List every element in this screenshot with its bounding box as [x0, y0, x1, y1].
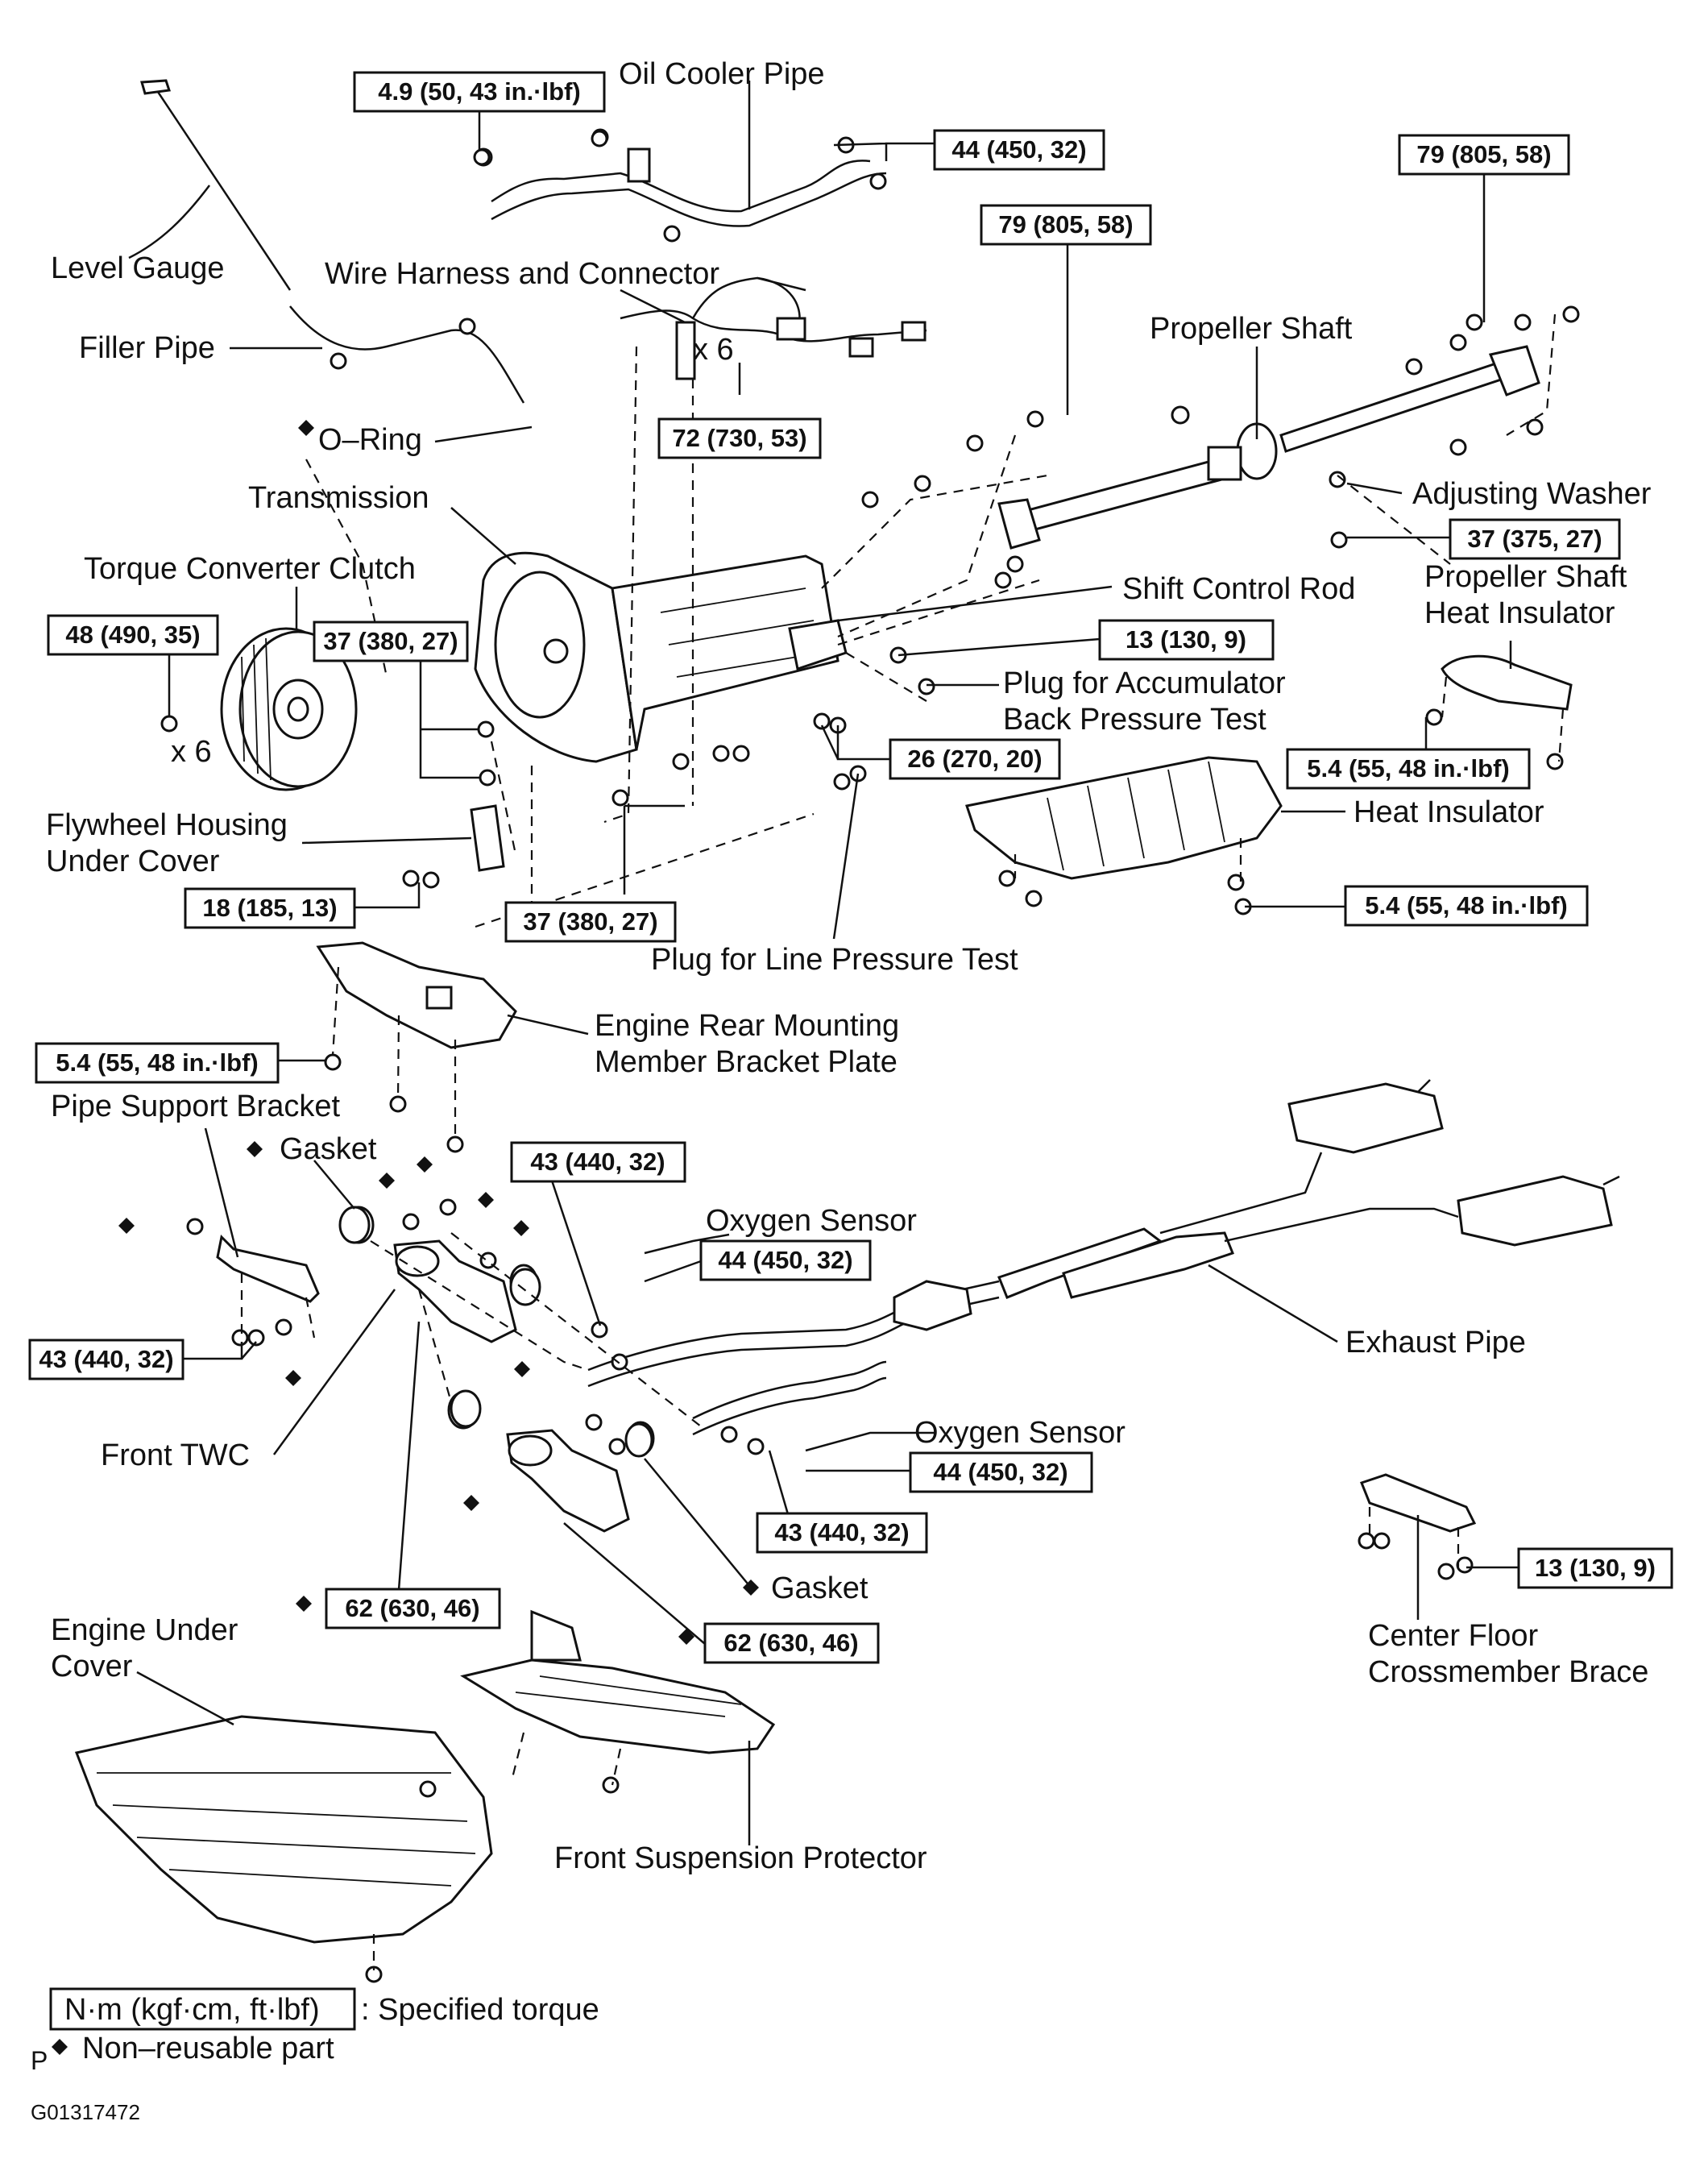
diamond-icon [379, 1173, 395, 1189]
torque-bellhousing: 37 (380, 27) [323, 627, 458, 655]
diamond-icon [52, 2039, 68, 2055]
torque-crossmember: 13 (130, 9) [1535, 1554, 1656, 1582]
torque-o2-top: 44 (450, 32) [718, 1246, 852, 1274]
torque-converter-part [220, 627, 358, 791]
diamond-icon [678, 1629, 694, 1645]
diamond-icon [296, 1596, 312, 1612]
pipe-support-bracket-part [216, 1234, 320, 1303]
label-oil-cooler-pipe: Oil Cooler Pipe [619, 57, 825, 91]
torque-accumulator: 13 (130, 9) [1126, 625, 1246, 654]
label-adjusting-washer: Adjusting Washer [1412, 477, 1652, 511]
legend: N·m (kgf·cm, ft·lbf) : Specified torque … [31, 1987, 599, 2124]
label-transmission: Transmission [248, 481, 429, 515]
label-engine-under-1: Engine Under [51, 1613, 238, 1647]
label-center-floor-1: Center Floor [1368, 1619, 1539, 1653]
torque-bracket-plate: 5.4 (55, 48 in.·lbf) [56, 1048, 259, 1077]
label-heat-insulator: Heat Insulator [1354, 795, 1544, 829]
torque-heat-insulator: 5.4 (55, 48 in.·lbf) [1365, 891, 1568, 919]
diamond-icon [118, 1218, 135, 1234]
leader-lines [128, 81, 1519, 1845]
diamond-icon [298, 420, 314, 436]
legend-marker: P [31, 2046, 48, 2075]
wire-harness-part [620, 276, 927, 380]
torque-oil-cooler: 4.9 (50, 43 in.·lbf) [378, 77, 581, 106]
torque-o2-bottom: 44 (450, 32) [933, 1458, 1068, 1486]
label-prop-heat-insulator-2: Heat Insulator [1424, 596, 1615, 630]
diamond-icon [478, 1192, 494, 1208]
label-torque-converter: Torque Converter Clutch [84, 552, 416, 586]
legend-nonreusable: Non–reusable part [82, 2032, 334, 2065]
label-engine-under-2: Cover [51, 1650, 133, 1683]
label-filler-pipe: Filler Pipe [79, 331, 215, 365]
oil-cooler-pipe-part [474, 128, 887, 227]
label-x6-harness: x 6 [693, 333, 734, 367]
torque-oil-cooler-right: 44 (450, 32) [951, 135, 1086, 164]
part-labels: Oil Cooler Pipe Level Gauge Wire Harness… [46, 57, 1652, 1875]
torque-harness: 72 (730, 53) [672, 424, 806, 452]
label-plug-accumulator-1: Plug for Accumulator [1003, 666, 1286, 700]
label-oxygen-sensor-top: Oxygen Sensor [706, 1204, 917, 1238]
label-exhaust-pipe: Exhaust Pipe [1345, 1326, 1526, 1359]
label-prop-heat-insulator-1: Propeller Shaft [1424, 560, 1627, 594]
label-front-twc: Front TWC [101, 1438, 250, 1472]
transmission-part [474, 551, 848, 763]
propeller-shaft-heat-insulator-part [1441, 654, 1573, 711]
legend-unit-text: : Specified torque [361, 1993, 599, 2027]
label-engine-rear-1: Engine Rear Mounting [595, 1009, 899, 1043]
level-gauge-part [140, 79, 292, 291]
label-o-ring: O–Ring [318, 423, 422, 457]
label-flywheel-cover-2: Under Cover [46, 845, 220, 878]
torque-spec-boxes: 4.9 (50, 43 in.·lbf) 44 (450, 32) 79 (80… [28, 71, 1673, 1664]
label-gasket-top: Gasket [280, 1132, 377, 1166]
label-engine-rear-2: Member Bracket Plate [595, 1045, 898, 1079]
diamond-icon [463, 1495, 479, 1511]
torque-adjusting: 37 (375, 27) [1467, 525, 1602, 553]
torque-twc-left: 62 (630, 46) [345, 1594, 479, 1622]
non-reusable-markers [52, 420, 759, 2055]
front-suspension-protector-part [460, 1609, 776, 1754]
engine-under-cover-part [74, 1715, 493, 1944]
label-propeller-shaft: Propeller Shaft [1150, 312, 1353, 346]
torque-trans-lower: 37 (380, 27) [523, 907, 657, 936]
diamond-icon [285, 1370, 301, 1386]
torque-pipe-support: 43 (440, 32) [39, 1345, 173, 1373]
torque-prop-mid: 79 (805, 58) [998, 210, 1133, 239]
diamond-icon [513, 1220, 529, 1236]
figure-id: G01317472 [31, 2100, 140, 2124]
legend-unit-box: N·m (kgf·cm, ft·lbf) [64, 1993, 320, 2027]
propeller-shaft-part [997, 345, 1540, 550]
torque-prop-insulator: 5.4 (55, 48 in.·lbf) [1307, 754, 1510, 782]
label-flywheel-cover-1: Flywheel Housing [46, 808, 288, 842]
torque-flywheel: 18 (185, 13) [202, 894, 337, 922]
diamond-icon [417, 1156, 433, 1173]
flywheel-under-cover-part [470, 804, 505, 872]
torque-twc-right: 62 (630, 46) [723, 1629, 858, 1657]
label-oxygen-sensor-bottom: Oxygen Sensor [914, 1416, 1126, 1450]
label-plug-line-pressure: Plug for Line Pressure Test [651, 943, 1018, 977]
exhaust-pipe-part [587, 1079, 1620, 1436]
label-plug-accumulator-2: Back Pressure Test [1003, 703, 1266, 737]
diamond-icon [514, 1361, 530, 1377]
front-twc-upper-part [342, 1206, 538, 1343]
label-center-floor-2: Crossmember Brace [1368, 1655, 1648, 1689]
center-floor-brace-part [1360, 1473, 1477, 1533]
torque-converter: 48 (490, 35) [65, 621, 200, 649]
label-front-suspension: Front Suspension Protector [554, 1841, 927, 1875]
label-gasket-bottom: Gasket [771, 1571, 869, 1605]
torque-prop-rear: 79 (805, 58) [1416, 140, 1551, 168]
torque-exhaust-top: 43 (440, 32) [530, 1148, 665, 1176]
label-wire-harness: Wire Harness and Connector [325, 257, 719, 291]
label-x6-converter: x 6 [171, 735, 212, 769]
label-pipe-support-bracket: Pipe Support Bracket [51, 1090, 341, 1123]
diamond-icon [247, 1141, 263, 1157]
heat-insulator-part [965, 756, 1283, 880]
filler-pipe-part [289, 305, 525, 404]
torque-line-pressure: 26 (270, 20) [907, 745, 1042, 773]
diamond-icon [743, 1579, 759, 1596]
engine-rear-bracket-plate-part [316, 941, 517, 1049]
torque-exhaust-bottom: 43 (440, 32) [774, 1518, 909, 1546]
label-shift-control-rod: Shift Control Rod [1122, 572, 1355, 606]
label-level-gauge: Level Gauge [51, 251, 225, 285]
